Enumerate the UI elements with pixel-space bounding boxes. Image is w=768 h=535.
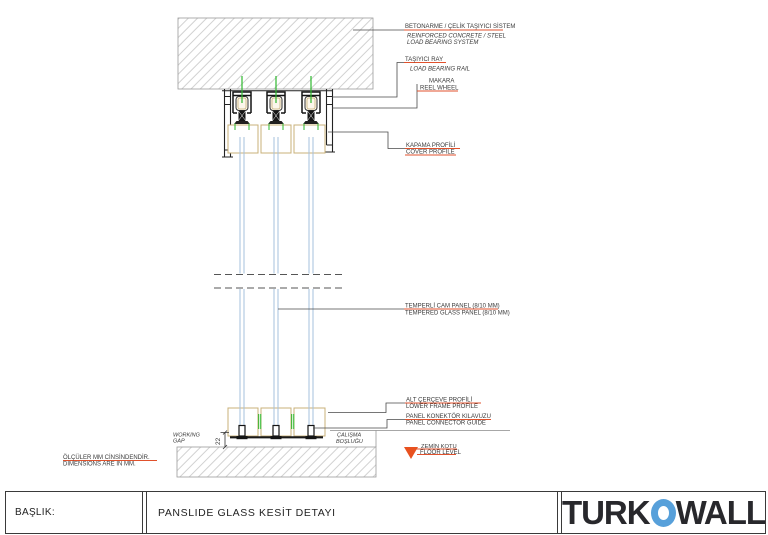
label-glass-tr: TEMPERLİ CAM PANEL (8/10 MM) — [405, 303, 500, 310]
label-working: WORKING — [173, 433, 201, 439]
cover-profiles — [227, 124, 326, 154]
label-wheel-en: REEL WHEEL — [420, 86, 459, 92]
label-boslugu: BOŞLUĞU — [336, 438, 363, 445]
title-block-label: BAŞLIK: — [15, 507, 55, 518]
green-ticks-bottom — [258, 414, 295, 429]
label-frame-en: LOWER FRAME PROFILE — [406, 404, 478, 410]
label-floor-tr: ZEMİN KOTU — [421, 443, 457, 450]
floor-level-marker — [404, 447, 418, 459]
label-calisma: ÇALIŞMA — [337, 433, 361, 439]
leader-lines — [278, 29, 418, 429]
label-rail-tr: TAŞIYICI RAY — [405, 57, 443, 63]
label-concrete-en2: LOAD BEARING SYSTEM — [407, 40, 478, 46]
drawing-title: PANSLIDE GLASS KESİT DETAYI — [158, 506, 336, 519]
floor-slab — [176, 446, 377, 478]
right-bracket — [324, 89, 335, 153]
note-units-en: DIMENSIONS ARE IN MM. — [63, 462, 136, 468]
panel-connector-guides — [236, 424, 317, 440]
title-block: BAŞLIK: PANSLIDE GLASS KESİT DETAYI TURK… — [5, 491, 766, 534]
label-frame-tr: ALT ÇERÇEVE PROFİLİ — [406, 397, 472, 404]
title-block-divider-1 — [142, 492, 147, 533]
logo-text-right: WALL — [675, 494, 766, 531]
gap-dimension-lines — [220, 430, 229, 450]
label-concrete-tr: BETONARME / ÇELİK TAŞIYICI SİSTEM — [405, 23, 515, 30]
glass-panels — [239, 137, 314, 426]
logo-text-left: TURK — [561, 494, 651, 531]
label-wheel-tr: MAKARA — [429, 79, 454, 85]
logo-o-ring-icon — [650, 499, 676, 527]
label-connector-tr: PANEL KONEKTÖR KILAVUZU — [406, 413, 491, 420]
green-centerlines — [241, 76, 312, 103]
gap-dimension-value: 22 — [215, 437, 222, 445]
label-concrete-en1: REINFORCED CONCRETE / STEEL — [407, 34, 506, 40]
label-connector-en: PANEL CONNECTOR GUIDE — [406, 421, 486, 427]
label-cover-en: COVER PROFILE — [406, 150, 455, 156]
logo-cell: TURK WALL — [561, 492, 766, 533]
note-units-tr: ÖLÇÜLER MM CİNSİNDENDİR. — [63, 454, 150, 461]
turkowall-logo: TURK WALL — [561, 494, 766, 531]
label-glass-en: TEMPERED GLASS PANEL (8/10 MM) — [405, 311, 510, 317]
title-block-divider-2 — [557, 492, 562, 533]
label-cover-tr: KAPAMA PROFİLİ — [406, 142, 456, 149]
section-detail-drawing: 22 BETONARME / ÇELİK TAŞIYICI SİSTEM REI… — [63, 17, 515, 478]
floor-level-line — [330, 430, 510, 447]
break-lines — [214, 273, 344, 289]
label-floor-en: FLOOR LEVEL — [420, 450, 462, 456]
label-gap: GAP — [173, 439, 185, 445]
label-underlines — [63, 29, 503, 461]
green-ticks-top — [234, 123, 319, 130]
label-rail-en: LOAD BEARING RAIL — [410, 67, 470, 73]
